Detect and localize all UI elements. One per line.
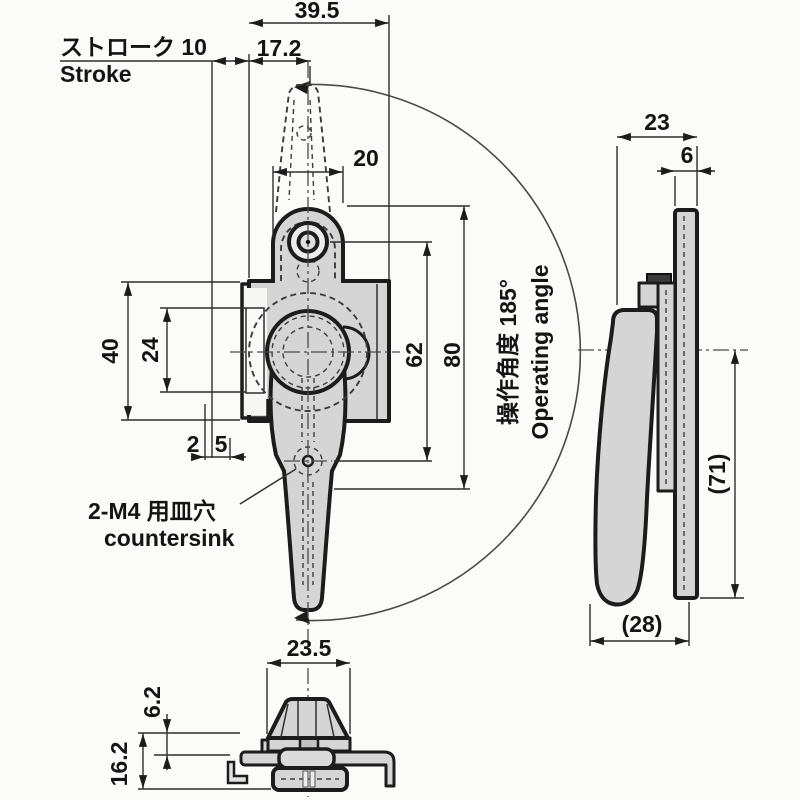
side-back-plate xyxy=(673,208,699,600)
dim-label-80: 80 xyxy=(439,342,465,368)
operating-angle-arc xyxy=(295,83,582,622)
grip-facet-left xyxy=(280,703,289,738)
side-view: 23 6 (71) (28) xyxy=(578,109,748,646)
handle-up-inner-left xyxy=(288,99,295,201)
handle-up-inner-right xyxy=(309,99,315,201)
handle-up-phantom xyxy=(275,84,331,213)
dim-label-24: 24 xyxy=(137,337,163,363)
arc-arrow-bottom xyxy=(294,611,310,624)
pivot-center xyxy=(305,239,311,245)
bottom-pad-slot-a xyxy=(302,770,309,788)
bottom-left-foot xyxy=(226,760,249,785)
front-dimensions xyxy=(60,15,470,505)
bottom-grip-section xyxy=(266,697,350,740)
bottom-tongue xyxy=(277,747,336,770)
dim-label-62: 62 xyxy=(401,342,427,368)
dim-label-23-5: 23.5 xyxy=(287,635,332,661)
hidden-hole-upper xyxy=(296,259,320,283)
dim-label-17-2: 17.2 xyxy=(257,35,302,61)
dim-label-71: (71) xyxy=(704,454,730,495)
dim-label-2: 2 xyxy=(187,431,200,457)
bottom-view: 23.5 6.2 16.2 xyxy=(106,635,396,797)
dim-label-23: 23 xyxy=(644,109,670,135)
front-view: 39.5 17.2 ストローク 10 Stroke 20 40 24 2 5 6… xyxy=(60,0,582,645)
stroke-label-jp: ストローク 10 xyxy=(60,34,207,60)
bottom-left-arm xyxy=(239,750,283,767)
dim-label-39-5: 39.5 xyxy=(295,0,340,23)
dim-label-16-2: 16.2 xyxy=(106,742,132,787)
side-dimensions xyxy=(589,132,744,646)
stroke-label-en: Stroke xyxy=(60,61,132,87)
flange-slot xyxy=(245,307,265,394)
dim-label-20: 20 xyxy=(353,145,379,171)
grip-facet-right xyxy=(326,703,335,738)
dim-label-6: 6 xyxy=(681,142,694,168)
operating-angle-label-en: Operating angle xyxy=(527,264,553,439)
dim-label-5: 5 xyxy=(215,431,228,457)
dim-label-28: (28) xyxy=(622,611,663,637)
dim-label-40: 40 xyxy=(97,338,123,364)
operating-angle-label-jp: 操作角度 185° xyxy=(495,279,521,425)
side-handle xyxy=(593,308,659,607)
handle-up-hole xyxy=(296,125,312,141)
left-flange xyxy=(240,282,270,420)
side-knuckle xyxy=(637,281,660,309)
countersink-note-jp: 2-M4 用皿穴 xyxy=(88,498,216,524)
bottom-pad-slot-b xyxy=(309,770,316,788)
bottom-right-hook xyxy=(330,750,396,788)
bottom-dimensions xyxy=(138,658,351,790)
latch-bump xyxy=(342,325,371,381)
dim-label-6-2: 6.2 xyxy=(139,686,165,718)
countersink-note-en: countersink xyxy=(104,525,235,551)
side-tongue-plate xyxy=(656,281,677,493)
